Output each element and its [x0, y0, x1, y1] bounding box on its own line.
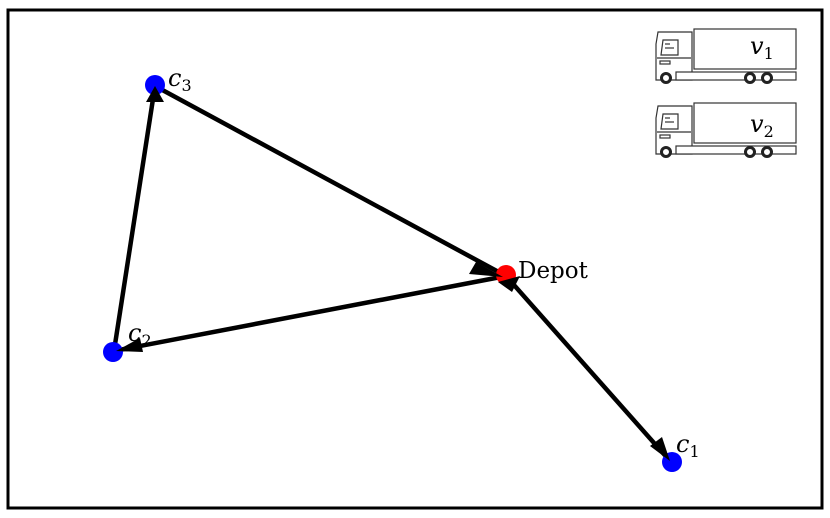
c1-label: c1: [676, 430, 700, 461]
nodes: [103, 75, 682, 472]
vehicle-1: v1: [655, 28, 797, 84]
edge-depot-c2: [113, 273, 507, 354]
route-edges: [111, 84, 672, 463]
c2-label: c2: [128, 319, 152, 350]
customer-node-c2[interactable]: [103, 342, 123, 362]
diagram-frame: [6, 8, 824, 510]
truck-icon: [655, 102, 797, 158]
c3-label: c3: [168, 64, 192, 95]
edge-c3-depot: [153, 84, 508, 278]
arrowhead-to-c2: [116, 338, 143, 352]
depot-label: Depot: [518, 258, 589, 284]
vehicle-2: v2: [655, 102, 797, 158]
vehicle-1-label: v1: [750, 32, 774, 63]
vehicle-2-label: v2: [750, 110, 774, 141]
arrowheads: [116, 86, 670, 461]
arrowhead-to-c1: [650, 437, 670, 461]
arrowhead-to-depot: [469, 262, 503, 277]
truck-icon: [655, 28, 797, 84]
edge-depot-c1: [504, 274, 672, 463]
arrowhead-depot-side: [498, 276, 520, 292]
edge-c2-c3: [111, 85, 158, 352]
customer-node-c3[interactable]: [145, 75, 165, 95]
arrowhead-to-c3: [146, 86, 164, 102]
